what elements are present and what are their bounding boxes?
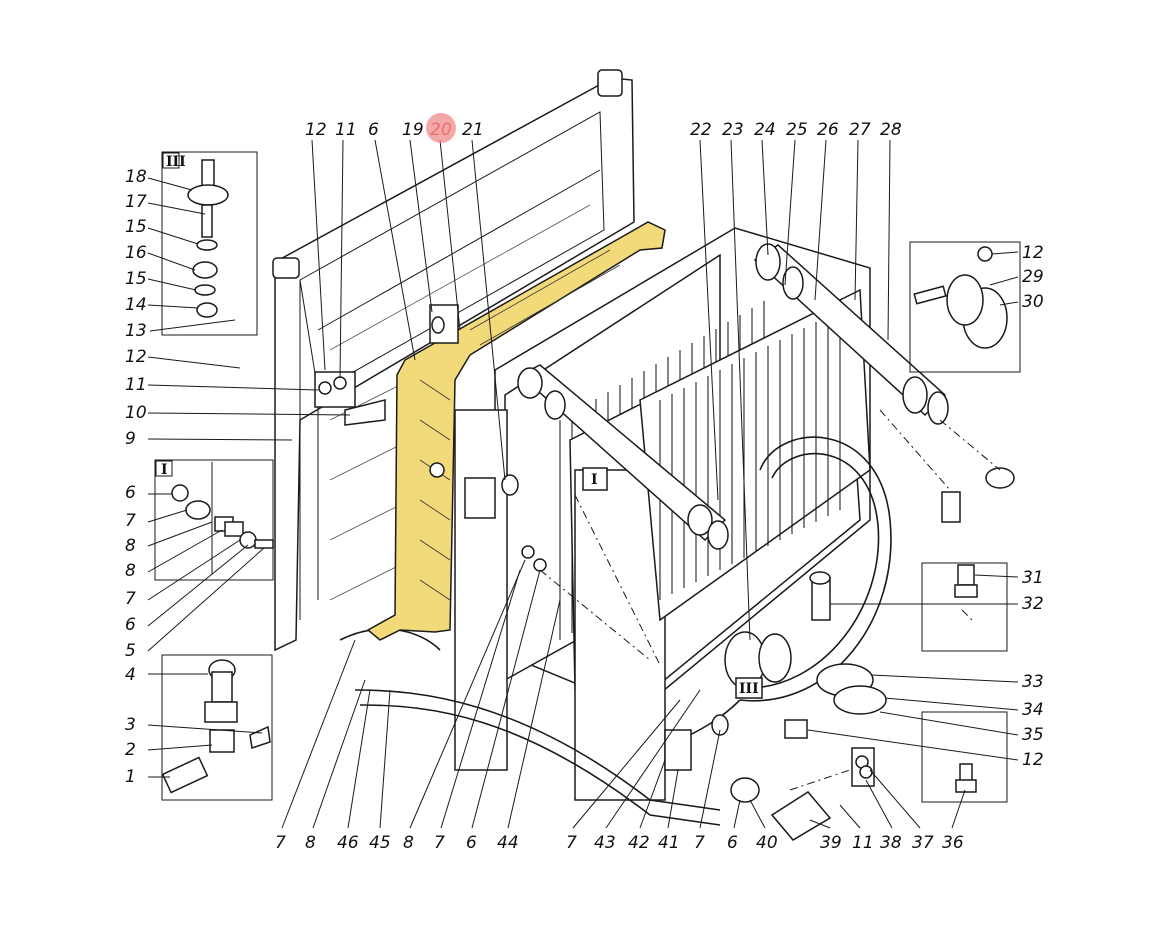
callout-left-5: 5 [125, 641, 136, 661]
callout-bottom-8: 8 [403, 833, 414, 853]
callout-top-12: 12 [305, 120, 327, 140]
small-right-parts [770, 467, 1015, 841]
callout-left-1: 1 [125, 767, 136, 787]
callout-left-11: 11 [125, 375, 147, 395]
callout-left-16: 16 [125, 243, 147, 263]
callout-top-24: 24 [754, 120, 776, 140]
callout-bottom-7: 7 [566, 833, 577, 853]
callout-left-12: 12 [125, 347, 147, 367]
callout-left-8: 8 [125, 536, 136, 556]
callout-bottom-6: 6 [466, 833, 477, 853]
view-markers: I III [582, 467, 763, 699]
callout-right-38: 38 [880, 833, 902, 853]
callout-left-17: 17 [125, 192, 147, 212]
callout-bottom-42: 42 [628, 833, 650, 853]
callout-top-22: 22 [690, 120, 712, 140]
inset-I-left: I [154, 459, 274, 581]
callout-bottom-7: 7 [694, 833, 705, 853]
callout-top-28: 28 [880, 120, 902, 140]
callout-bottom-6: 6 [727, 833, 738, 853]
outlet-pipes [339, 628, 792, 826]
callout-left-18: 18 [125, 167, 147, 187]
callout-left-13: 13 [125, 321, 147, 341]
callout-labels: 1211619202122232425262728181715161514131… [125, 120, 1044, 853]
callout-left-7: 7 [125, 589, 136, 609]
callout-right-30: 30 [1022, 292, 1044, 312]
callout-left-15: 15 [125, 269, 147, 289]
inset-III-top-left: III [161, 151, 258, 336]
radiator-core [454, 227, 871, 801]
callout-right-36: 36 [942, 833, 964, 853]
callout-bottom-40: 40 [756, 833, 778, 853]
shroud-hardware [314, 304, 547, 572]
svg-text:I: I [161, 462, 168, 478]
callout-top-6: 6 [368, 120, 379, 140]
callout-bottom-45: 45 [369, 833, 391, 853]
callout-left-9: 9 [125, 429, 136, 449]
callout-left-10: 10 [125, 403, 147, 423]
callout-left-6: 6 [125, 483, 136, 503]
callout-top-21: 21 [462, 120, 484, 140]
callout-right-12: 12 [1022, 243, 1044, 263]
leader-lines [147, 139, 1019, 829]
shroud-frame [272, 69, 635, 652]
callout-right-34: 34 [1022, 700, 1044, 720]
inset-plug-right [921, 562, 1008, 652]
callout-bottom-44: 44 [497, 833, 519, 853]
callout-right-39: 39 [820, 833, 842, 853]
callout-right-35: 35 [1022, 725, 1044, 745]
callout-bottom-8: 8 [305, 833, 316, 853]
callout-bottom-7: 7 [275, 833, 286, 853]
callout-right-31: 31 [1022, 568, 1044, 588]
callout-bottom-43: 43 [594, 833, 616, 853]
callout-right-12: 12 [1022, 750, 1044, 770]
callout-left-4: 4 [125, 665, 136, 685]
callout-right-37: 37 [912, 833, 934, 853]
callout-left-3: 3 [125, 715, 136, 735]
svg-text:III: III [166, 154, 186, 170]
callout-top-26: 26 [817, 120, 839, 140]
callout-bottom-46: 46 [337, 833, 359, 853]
callout-left-7: 7 [125, 511, 136, 531]
callout-bottom-41: 41 [658, 833, 680, 853]
callout-bottom-7: 7 [434, 833, 445, 853]
callout-left-8: 8 [125, 561, 136, 581]
upper-hose [753, 243, 949, 425]
callout-top-27: 27 [849, 120, 871, 140]
callout-right-33: 33 [1022, 672, 1044, 692]
inset-drain-valve [161, 654, 273, 801]
callout-right-11: 11 [852, 833, 874, 853]
callout-top-19: 19 [402, 120, 424, 140]
inset-II-right [909, 241, 1021, 373]
callout-left-15: 15 [125, 217, 147, 237]
callout-top-11: 11 [335, 120, 357, 140]
svg-text:III: III [739, 681, 759, 697]
callout-left-6: 6 [125, 615, 136, 635]
callout-right-32: 32 [1022, 594, 1044, 614]
callout-top-25: 25 [786, 120, 808, 140]
callout-left-2: 2 [125, 740, 136, 760]
callout-right-29: 29 [1022, 267, 1044, 287]
highlight-marker [426, 113, 456, 143]
callout-top-23: 23 [722, 120, 744, 140]
inset-lower-right [921, 711, 1008, 803]
svg-text:I: I [591, 472, 598, 488]
callout-left-14: 14 [125, 295, 147, 315]
lower-tube [517, 364, 729, 550]
